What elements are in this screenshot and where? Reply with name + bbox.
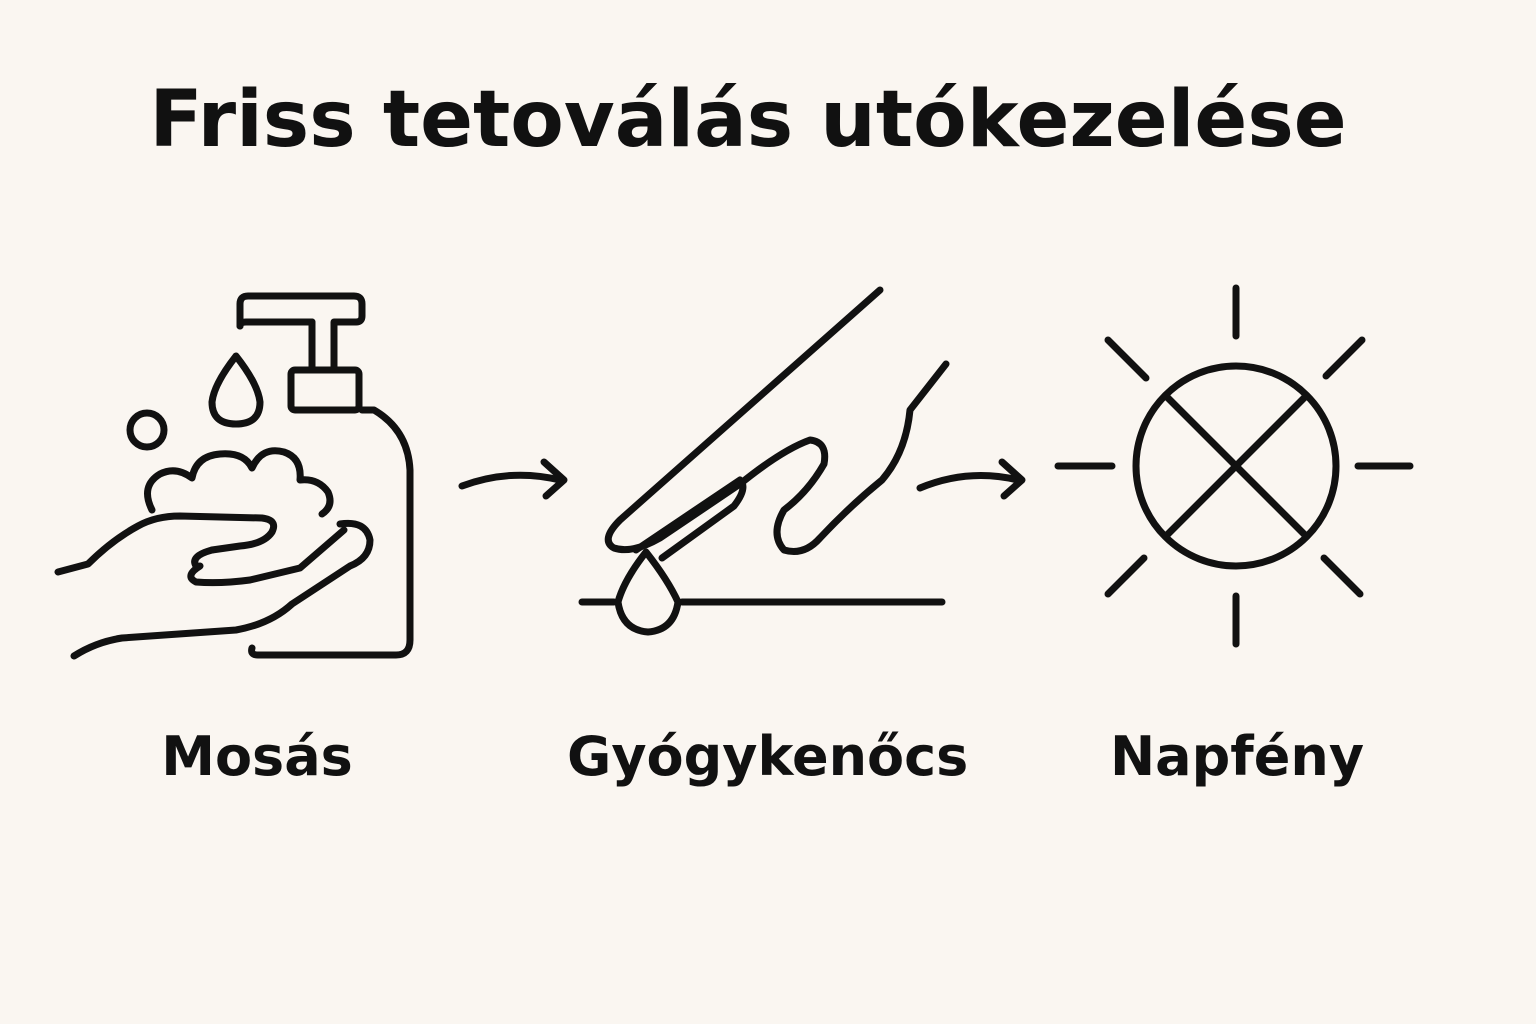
step-label-washing: Mosás — [161, 725, 353, 788]
step-label-sunlight: Napfény — [1109, 725, 1365, 788]
page-title: Friss tetoválás utókezelése — [149, 75, 1347, 165]
step-label-ointment: Gyógykenőcs — [567, 725, 969, 788]
